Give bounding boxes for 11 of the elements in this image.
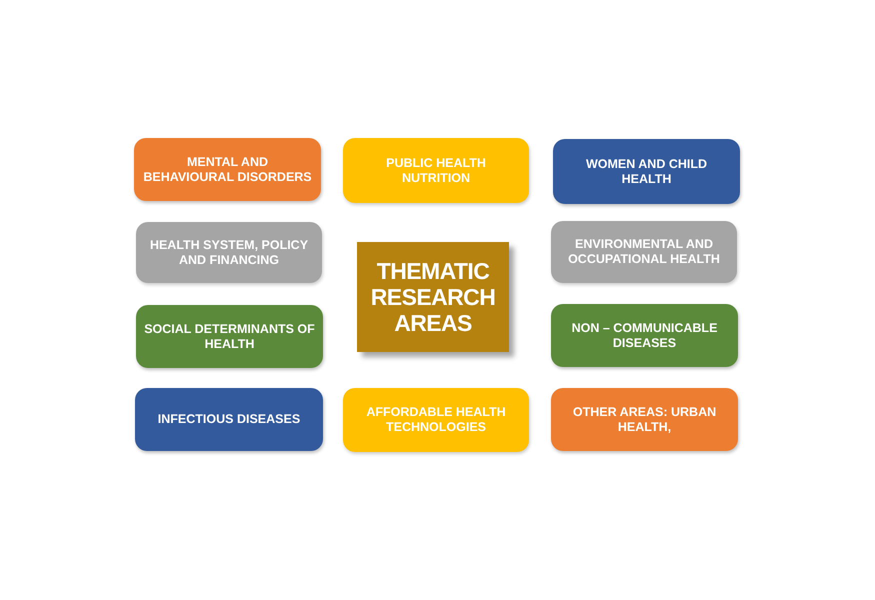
topic-box: WOMEN AND CHILD HEALTH (553, 139, 740, 204)
topic-box: SOCIAL DETERMINANTS OF HEALTH (136, 305, 323, 368)
topic-box: INFECTIOUS DISEASES (135, 388, 323, 451)
topic-box: AFFORDABLE HEALTH TECHNOLOGIES (343, 388, 529, 452)
topic-box: OTHER AREAS: URBAN HEALTH, (551, 388, 738, 451)
topic-box: NON – COMMUNICABLE DISEASES (551, 304, 738, 367)
title-box: THEMATIC RESEARCH AREAS (357, 242, 509, 352)
topic-box: ENVIRONMENTAL AND OCCUPATIONAL HEALTH (551, 221, 737, 283)
topic-box: HEALTH SYSTEM, POLICY AND FINANCING (136, 222, 322, 283)
topic-box: PUBLIC HEALTH NUTRITION (343, 138, 529, 203)
topic-box: MENTAL AND BEHAVIOURAL DISORDERS (134, 138, 321, 201)
